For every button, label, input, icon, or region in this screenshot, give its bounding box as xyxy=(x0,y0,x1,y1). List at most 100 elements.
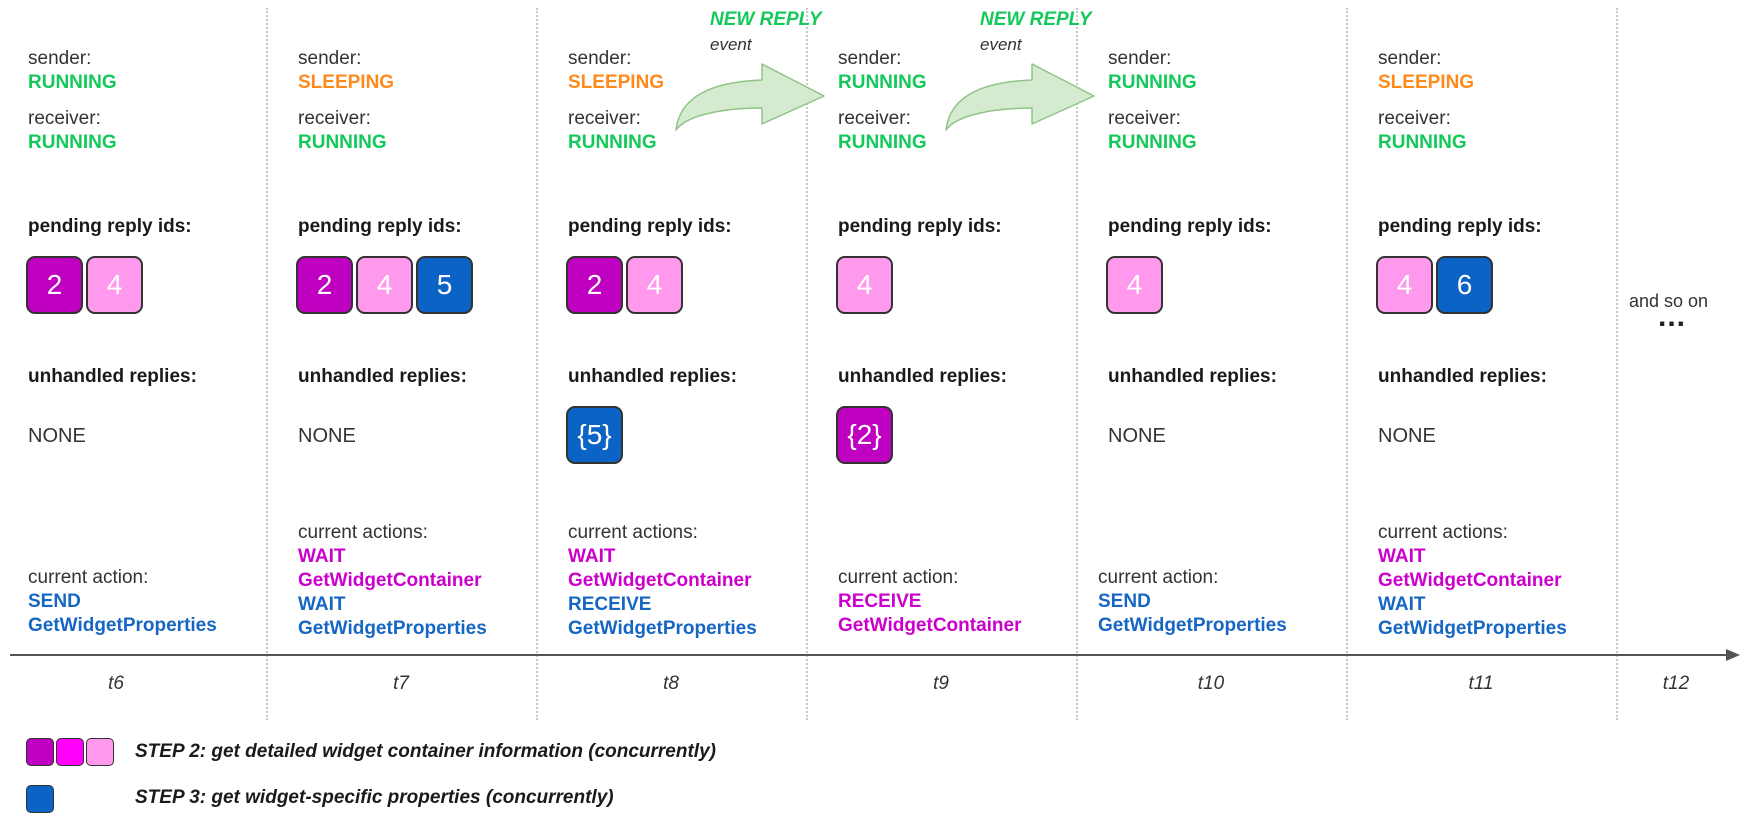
action-verb: WAIT xyxy=(1378,546,1426,567)
sender-label: sender: xyxy=(568,48,632,69)
current-actions-label: current actions: xyxy=(1378,522,1508,543)
action-verb: RECEIVE xyxy=(568,594,652,615)
column-divider xyxy=(1616,8,1618,720)
sender-label: sender: xyxy=(28,48,92,69)
receiver-label: receiver: xyxy=(28,108,101,129)
pending-label: pending reply ids: xyxy=(568,216,732,237)
event-subtitle: event xyxy=(710,35,752,54)
legend-step3-swatch xyxy=(26,785,54,813)
sender-state: SLEEPING xyxy=(568,72,665,93)
receiver-label: receiver: xyxy=(298,108,371,129)
sender-label: sender: xyxy=(1378,48,1442,69)
reply-id-box: 4 xyxy=(86,256,143,314)
reply-id-box: 2 xyxy=(26,256,83,314)
reply-id-box: 5 xyxy=(416,256,473,314)
event-title: NEW REPLY xyxy=(710,9,822,30)
unhandled-label: unhandled replies: xyxy=(1108,366,1277,387)
reply-id-box: 2 xyxy=(296,256,353,314)
sender-state: RUNNING xyxy=(1108,72,1197,93)
sender-label: sender: xyxy=(298,48,362,69)
action-target: GetWidgetProperties xyxy=(1378,618,1567,639)
receiver-state: RUNNING xyxy=(298,132,387,153)
current-actions-label: current actions: xyxy=(298,522,428,543)
reply-id-box: 4 xyxy=(836,256,893,314)
unhandled-none: NONE xyxy=(298,425,356,447)
current-action-label: current action: xyxy=(1098,567,1219,588)
current-action-label: current action: xyxy=(838,567,959,588)
reply-id-box: 4 xyxy=(1106,256,1163,314)
continuation-text: and so on xyxy=(1629,291,1709,311)
reply-id-box: 6 xyxy=(1436,256,1493,314)
unhandled-label: unhandled replies: xyxy=(28,366,197,387)
receiver-state: RUNNING xyxy=(568,132,657,153)
unhandled-none: NONE xyxy=(28,425,86,447)
action-target: GetWidgetContainer xyxy=(568,570,752,591)
receiver-state: RUNNING xyxy=(28,132,117,153)
column-divider xyxy=(1346,8,1348,720)
action-verb: SEND xyxy=(28,591,81,612)
receiver-label: receiver: xyxy=(1108,108,1181,129)
tick-label: t6 xyxy=(108,673,124,694)
column-divider xyxy=(266,8,268,720)
current-actions-label: current actions: xyxy=(568,522,698,543)
reply-id-box: 2 xyxy=(566,256,623,314)
continuation-ellipsis: ... xyxy=(1658,300,1687,333)
tick-label: t9 xyxy=(933,673,949,694)
new-reply-event-arrow xyxy=(945,63,1095,131)
column-divider xyxy=(536,8,538,720)
action-target: GetWidgetProperties xyxy=(28,615,217,636)
sender-state: RUNNING xyxy=(28,72,117,93)
reply-id-box: 4 xyxy=(626,256,683,314)
event-subtitle: event xyxy=(980,35,1022,54)
column-divider xyxy=(1076,8,1078,720)
unhandled-reply-box: {5} xyxy=(566,406,623,464)
sender-state: RUNNING xyxy=(838,72,927,93)
tick-label: t8 xyxy=(663,673,679,694)
action-target: GetWidgetProperties xyxy=(568,618,757,639)
unhandled-label: unhandled replies: xyxy=(1378,366,1547,387)
pending-label: pending reply ids: xyxy=(1108,216,1272,237)
new-reply-event-arrow xyxy=(675,63,825,131)
unhandled-label: unhandled replies: xyxy=(298,366,467,387)
pending-label: pending reply ids: xyxy=(838,216,1002,237)
receiver-label: receiver: xyxy=(838,108,911,129)
action-verb: WAIT xyxy=(1378,594,1426,615)
action-verb: SEND xyxy=(1098,591,1151,612)
sender-label: sender: xyxy=(1108,48,1172,69)
tick-label: t12 xyxy=(1662,673,1690,694)
action-target: GetWidgetContainer xyxy=(838,615,1022,636)
receiver-state: RUNNING xyxy=(1108,132,1197,153)
action-target: GetWidgetProperties xyxy=(298,618,487,639)
unhandled-label: unhandled replies: xyxy=(838,366,1007,387)
sender-label: sender: xyxy=(838,48,902,69)
pending-label: pending reply ids: xyxy=(28,216,192,237)
receiver-state: RUNNING xyxy=(1378,132,1467,153)
receiver-label: receiver: xyxy=(1378,108,1451,129)
action-verb: RECEIVE xyxy=(838,591,922,612)
unhandled-none: NONE xyxy=(1108,425,1166,447)
action-verb: WAIT xyxy=(298,546,346,567)
tick-label: t11 xyxy=(1468,673,1494,694)
reply-id-box: 4 xyxy=(356,256,413,314)
reply-id-box: 4 xyxy=(1376,256,1433,314)
tick-label: t10 xyxy=(1197,673,1225,694)
sender-state: SLEEPING xyxy=(1378,72,1475,93)
unhandled-reply-box: {2} xyxy=(836,406,893,464)
event-title: NEW REPLY xyxy=(980,9,1092,30)
action-target: GetWidgetContainer xyxy=(1378,570,1562,591)
current-action-label: current action: xyxy=(28,567,149,588)
tick-label: t7 xyxy=(393,673,409,694)
unhandled-none: NONE xyxy=(1378,425,1436,447)
receiver-state: RUNNING xyxy=(838,132,927,153)
legend-step2-text: STEP 2: get detailed widget container in… xyxy=(135,741,716,762)
column-divider xyxy=(806,8,808,720)
pending-label: pending reply ids: xyxy=(298,216,462,237)
sender-state: SLEEPING xyxy=(298,72,395,93)
action-verb: WAIT xyxy=(568,546,616,567)
legend-step3-text: STEP 3: get widget-specific properties (… xyxy=(135,787,614,808)
action-verb: WAIT xyxy=(298,594,346,615)
pending-label: pending reply ids: xyxy=(1378,216,1542,237)
action-target: GetWidgetProperties xyxy=(1098,615,1287,636)
unhandled-label: unhandled replies: xyxy=(568,366,737,387)
timeline-axis xyxy=(10,649,1740,661)
